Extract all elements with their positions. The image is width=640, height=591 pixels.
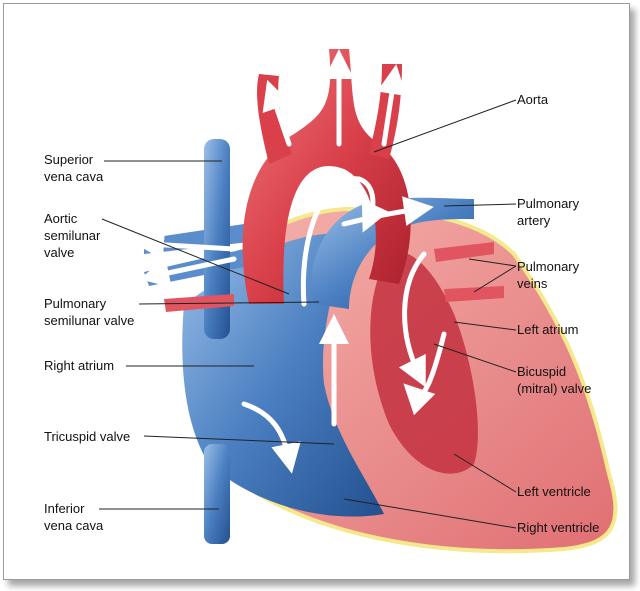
label-left-atrium: Left atrium [517,322,579,337]
aorta-branch-1 [257,74,292,164]
label-tricuspid-valve: Tricuspid valve [44,429,131,444]
aorta [242,49,411,304]
pulmonary-trunk [311,197,474,309]
label-left-ventricle: Left ventricle [517,484,591,499]
label-pulmonary-veins: Pulmonary veins [517,259,580,291]
label-right-atrium: Right atrium [44,358,115,373]
label-aorta: Aorta [517,92,549,107]
label-right-ventricle: Right ventricle [517,520,600,535]
label-bicuspid-valve: Bicuspid (mitral) valve [517,364,592,396]
pulmonary-vein-upper [434,242,494,262]
flow-arrows [134,49,447,474]
label-pulmonary-artery: Pulmonary artery [517,196,580,228]
inferior-vena-cava [204,444,230,544]
superior-vena-cava [204,139,230,339]
label-superior-vena-cava: Superior vena cava [44,152,104,184]
pulmonary-vein-lower [444,286,504,302]
diagram-frame: Aorta Superior vena cava Pulmonary arter… [3,3,630,580]
label-pulmonary-semilunar-valve: Pulmonary semilunar valve [44,296,135,328]
heart-illustration [99,49,618,554]
label-aortic-semilunar-valve: Aortic semilunar valve [44,211,101,260]
leader-lines [99,99,517,529]
label-inferior-vena-cava: Inferior vena cava [44,501,104,533]
